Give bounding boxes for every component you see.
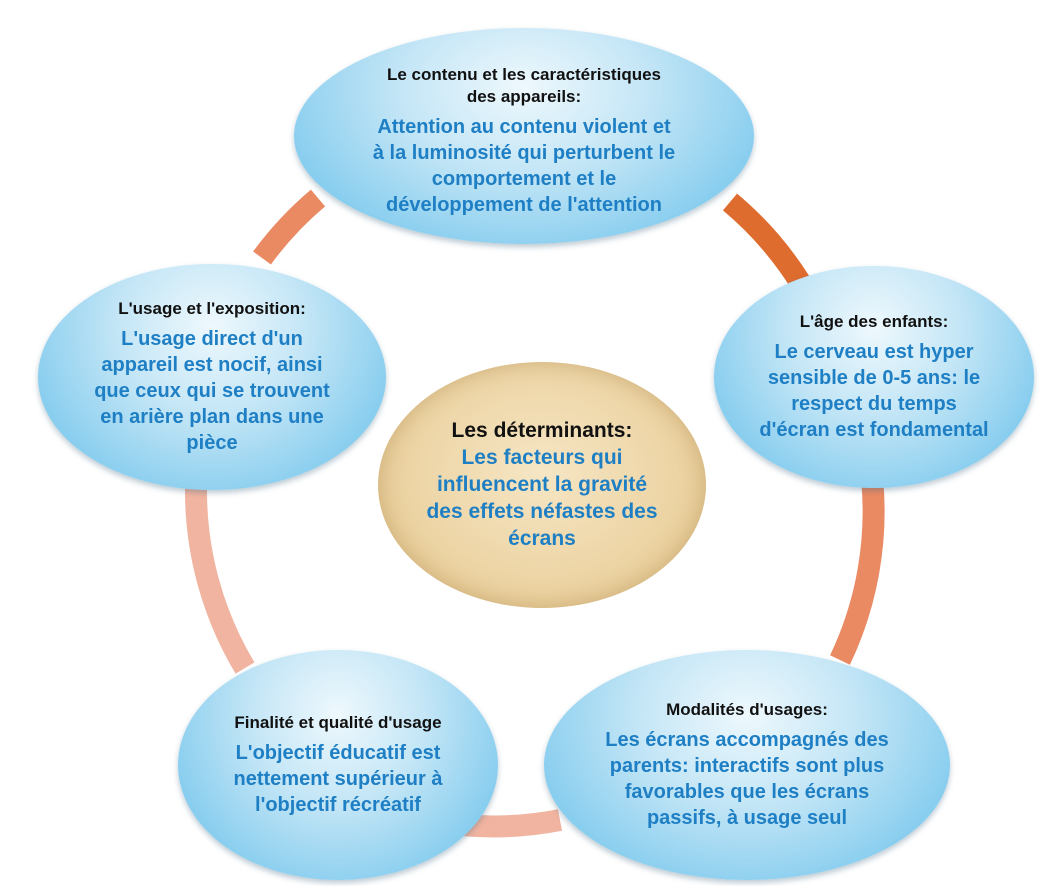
node-description: Attention au contenu violent et à la lum… bbox=[372, 116, 676, 216]
node-content-devices: Le contenu et les caractéristiques des a… bbox=[294, 28, 754, 244]
center-title: Les déterminants: bbox=[451, 419, 633, 442]
node-heading: Le contenu et les caractéristiques des a… bbox=[387, 65, 661, 106]
connector-right bbox=[830, 476, 885, 665]
node-description: L'usage direct d'un appareil est nocif, … bbox=[94, 328, 330, 454]
node-description: L'objectif éducatif est nettement supéri… bbox=[233, 742, 443, 816]
connector-top-left bbox=[253, 189, 326, 265]
node-children-age: L'âge des enfants: Le cerveau est hyper … bbox=[714, 266, 1034, 488]
node-description: Le cerveau est hyper sensible de 0-5 ans… bbox=[759, 341, 989, 441]
connector-top-right bbox=[722, 193, 810, 288]
node-usage-modalities: Modalités d'usages: Les écrans accompagn… bbox=[544, 650, 950, 880]
node-heading: L'usage et l'exposition: bbox=[118, 299, 306, 318]
node-usage-exposure: L'usage et l'exposition: L'usage direct … bbox=[38, 264, 386, 490]
connector-left bbox=[184, 487, 255, 674]
node-heading: L'âge des enfants: bbox=[799, 312, 949, 331]
center-node: Les déterminants: Les facteurs qui influ… bbox=[378, 362, 706, 608]
node-heading: Modalités d'usages: bbox=[666, 700, 828, 719]
node-heading: Finalité et qualité d'usage bbox=[234, 713, 442, 732]
node-description: Les écrans accompagnés des parents: inte… bbox=[605, 729, 889, 829]
center-description: Les facteurs qui influencent la gravité … bbox=[426, 446, 658, 550]
node-purpose-quality: Finalité et qualité d'usage L'objectif é… bbox=[178, 650, 498, 880]
